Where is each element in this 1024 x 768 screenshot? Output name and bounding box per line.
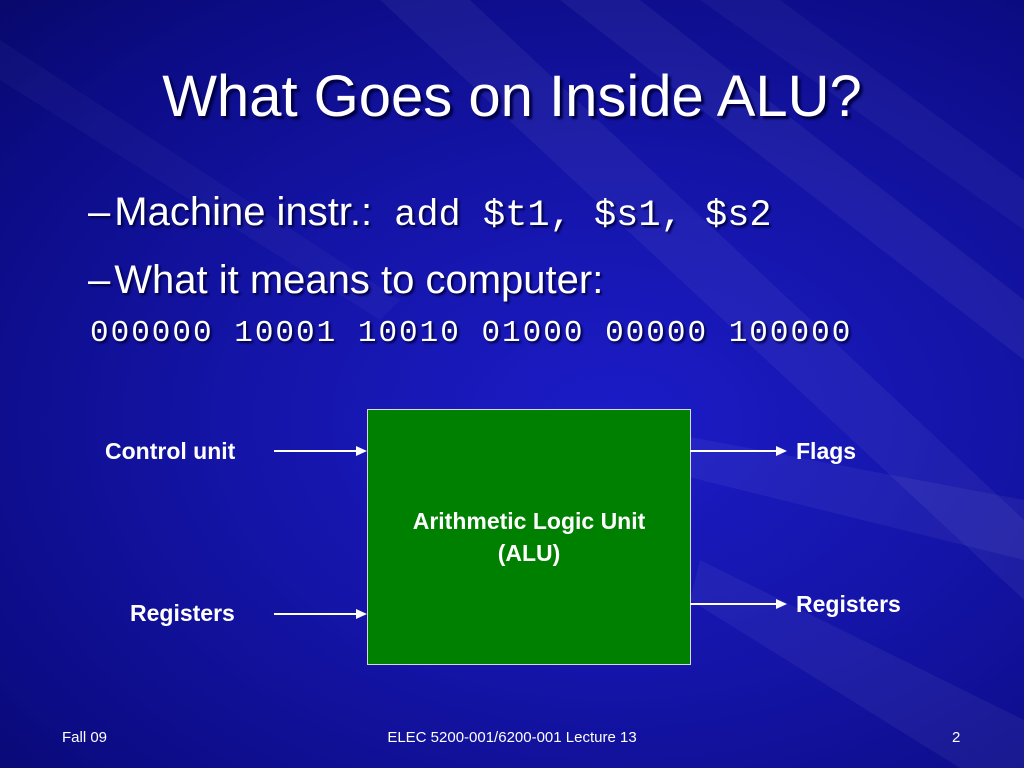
bullet-machine-instruction: –Machine instr.: add $t1, $s1, $s2 bbox=[88, 188, 772, 240]
output-registers-label: Registers bbox=[796, 591, 901, 617]
instruction-code: add $t1, $s1, $s2 bbox=[394, 195, 772, 237]
alu-label-line1: Arithmetic Logic Unit bbox=[412, 508, 646, 534]
input-registers-label: Registers bbox=[130, 600, 235, 626]
bullet-label: Machine instr.: bbox=[114, 190, 373, 234]
bullet-dash: – bbox=[88, 258, 111, 302]
slide-title: What Goes on Inside ALU? bbox=[162, 64, 862, 129]
footer-term: Fall 09 bbox=[62, 729, 108, 746]
output-flags-label: Flags bbox=[796, 438, 857, 464]
bullet-meaning: –What it means to computer: bbox=[88, 256, 603, 304]
bullet-dash: – bbox=[88, 190, 111, 234]
alu-box: Arithmetic Logic Unit (ALU) bbox=[367, 409, 691, 665]
footer-slide-number: 2 bbox=[952, 729, 961, 746]
bullet-label: What it means to computer: bbox=[114, 258, 604, 302]
alu-label-line2: (ALU) bbox=[497, 540, 561, 566]
binary-encoding: 000000 10001 10010 01000 00000 100000 bbox=[90, 316, 853, 351]
input-control-unit-label: Control unit bbox=[105, 438, 236, 464]
footer-course: ELEC 5200-001/6200-001 Lecture 13 bbox=[387, 729, 637, 746]
